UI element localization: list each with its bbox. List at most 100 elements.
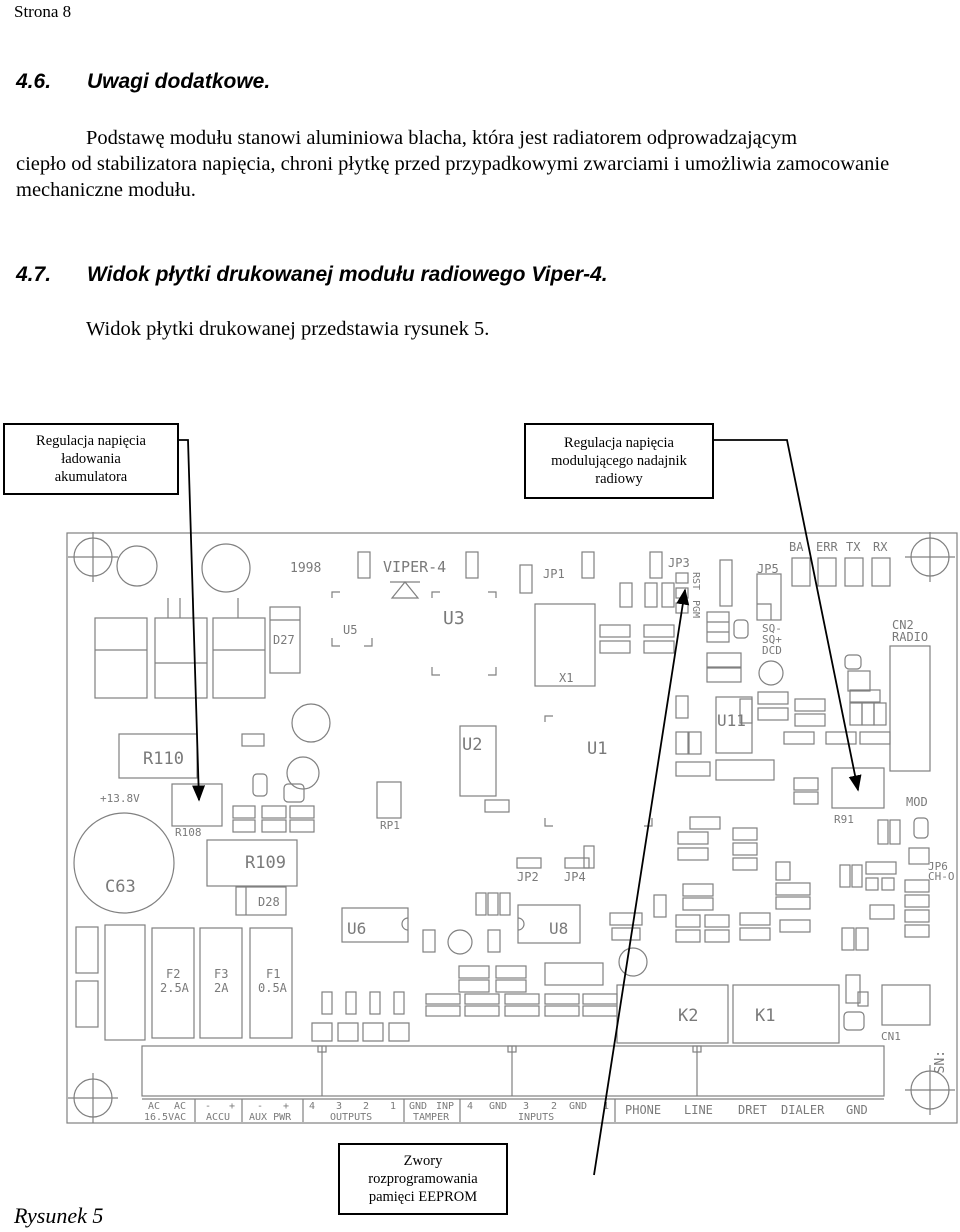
label-pgm: PGM (690, 600, 701, 618)
label-f3-rating: 2A (214, 981, 229, 995)
term-in-gnd-2: GND (569, 1101, 587, 1112)
term-phone: PHONE (625, 1103, 661, 1117)
section-title: Uwagi dodatkowe. (87, 70, 271, 93)
term-16-5vac: 16.5VAC (144, 1112, 186, 1123)
pcb-silkscreen (68, 532, 955, 1123)
label-u5: U5 (343, 623, 357, 637)
led-err: ERR (816, 540, 838, 554)
paragraph-rest: ciepło od stabilizatora napięcia, chroni… (16, 153, 890, 201)
label-f1: F1 (266, 967, 280, 981)
term-out-3: 3 (336, 1101, 342, 1112)
section-number: 4.7. (16, 263, 52, 286)
label-u6: U6 (347, 919, 366, 938)
section-title: Widok płytki drukowanej modułu radiowego… (87, 263, 608, 286)
term-line: LINE (684, 1103, 713, 1117)
term-in-4: 4 (467, 1101, 473, 1112)
label-r108: R108 (175, 826, 202, 839)
label-r109: R109 (245, 853, 286, 873)
callout-line: radiowy (595, 471, 643, 487)
callout-radio-modulation: Regulacja napięcia modulującego nadajnik… (524, 423, 714, 499)
section-body-4-6: Podstawę modułu stanowi aluminiowa blach… (16, 125, 946, 203)
term-accu-plus: + (229, 1101, 235, 1112)
label-d28: D28 (258, 895, 280, 909)
label-d27: D27 (273, 633, 295, 647)
term-inputs: INPUTS (518, 1112, 554, 1123)
term-out-2: 2 (363, 1101, 369, 1112)
term-accu-minus: - (205, 1101, 211, 1112)
arrow-battery (178, 439, 206, 802)
page-number: Strona 8 (14, 2, 72, 21)
label-dcd: DCD (762, 644, 782, 657)
section-body-4-7: Widok płytki drukowanej przedstawia rysu… (86, 318, 490, 340)
callout-battery-voltage: Regulacja napięcia ładowania akumulatora (3, 423, 179, 495)
term-inp: INP (436, 1101, 454, 1112)
label-ch-o: CH-O (928, 870, 955, 883)
label-cn2: CN2 (892, 618, 914, 632)
term-dialer: DIALER (781, 1103, 825, 1117)
term-tamper: TAMPER (413, 1112, 450, 1123)
term-ac-1: AC (148, 1101, 160, 1112)
section-heading-4-6: 4.6. Uwagi dodatkowe. (16, 70, 270, 94)
label-r110: R110 (143, 749, 184, 769)
label-jp1: JP1 (543, 567, 565, 581)
label-sq-plus: SQ+ (762, 633, 782, 646)
term-out-4: 4 (309, 1101, 315, 1112)
led-rx: RX (873, 540, 888, 554)
label-f1-rating: 0.5A (258, 981, 288, 995)
term-ac-2: AC (174, 1101, 186, 1112)
label-u1: U1 (587, 739, 607, 759)
board-year: 1998 (290, 561, 321, 576)
label-f3: F3 (214, 967, 228, 981)
callout-line: akumulatora (54, 469, 128, 485)
term-outputs: OUTPUTS (330, 1112, 372, 1123)
label-f2-rating: 2.5A (160, 981, 190, 995)
term-in-3: 3 (523, 1101, 529, 1112)
label-r91: R91 (834, 813, 854, 826)
paragraph-first-line: Podstawę modułu stanowi aluminiowa blach… (86, 127, 798, 149)
callout-line: ładowania (61, 451, 121, 467)
board-model: VIPER-4 (383, 558, 446, 576)
arrow-eeprom (593, 588, 690, 1176)
callout-line: Regulacja napięcia (36, 433, 146, 449)
label-13-8v: +13.8V (100, 792, 140, 805)
term-in-gnd-1: GND (489, 1101, 507, 1112)
section-heading-4-7: 4.7. Widok płytki drukowanej modułu radio… (16, 263, 608, 287)
label-k2: K2 (678, 1006, 698, 1026)
term-gnd: GND (409, 1101, 427, 1112)
label-radio: RADIO (892, 630, 928, 644)
arrow-radio (713, 439, 862, 792)
label-u8: U8 (549, 919, 568, 938)
term-gnd-phone: GND (846, 1103, 868, 1117)
term-in-2: 2 (551, 1101, 557, 1112)
label-x1: X1 (559, 671, 573, 685)
callout-line: pamięci EEPROM (368, 1189, 478, 1205)
label-sn: SN: (933, 1050, 948, 1073)
callout-eeprom-jumpers: Zwory rozprogramowania pamięci EEPROM (338, 1143, 508, 1215)
callout-line: Regulacja napięcia (564, 435, 674, 451)
term-aux-minus: - (257, 1101, 263, 1112)
label-jp4: JP4 (564, 870, 586, 884)
term-accu: ACCU (206, 1112, 230, 1123)
callout-line: Zwory (403, 1153, 443, 1169)
label-jp6: JP6 (928, 860, 948, 873)
label-cn1: CN1 (881, 1030, 901, 1043)
callout-line: rozprogramowania (368, 1171, 478, 1187)
label-c63: C63 (105, 877, 136, 897)
label-mod: MOD (906, 795, 928, 809)
term-in-1: 1 (603, 1101, 609, 1112)
term-out-1: 1 (390, 1101, 396, 1112)
term-aux-plus: + (283, 1101, 289, 1112)
label-u2: U2 (462, 735, 482, 755)
led-ba: BA (789, 540, 804, 554)
label-u3: U3 (443, 608, 465, 629)
pcb-outline (66, 532, 958, 1124)
label-sq-minus: SQ- (762, 622, 782, 635)
label-rp1: RP1 (380, 819, 400, 832)
term-dret: DRET (738, 1103, 767, 1117)
label-k1: K1 (755, 1006, 775, 1026)
figure-caption: Rysunek 5 (14, 1203, 104, 1228)
section-number: 4.6. (16, 70, 52, 93)
label-jp5: JP5 (757, 562, 779, 576)
term-aux-pwr: AUX PWR (249, 1112, 292, 1123)
